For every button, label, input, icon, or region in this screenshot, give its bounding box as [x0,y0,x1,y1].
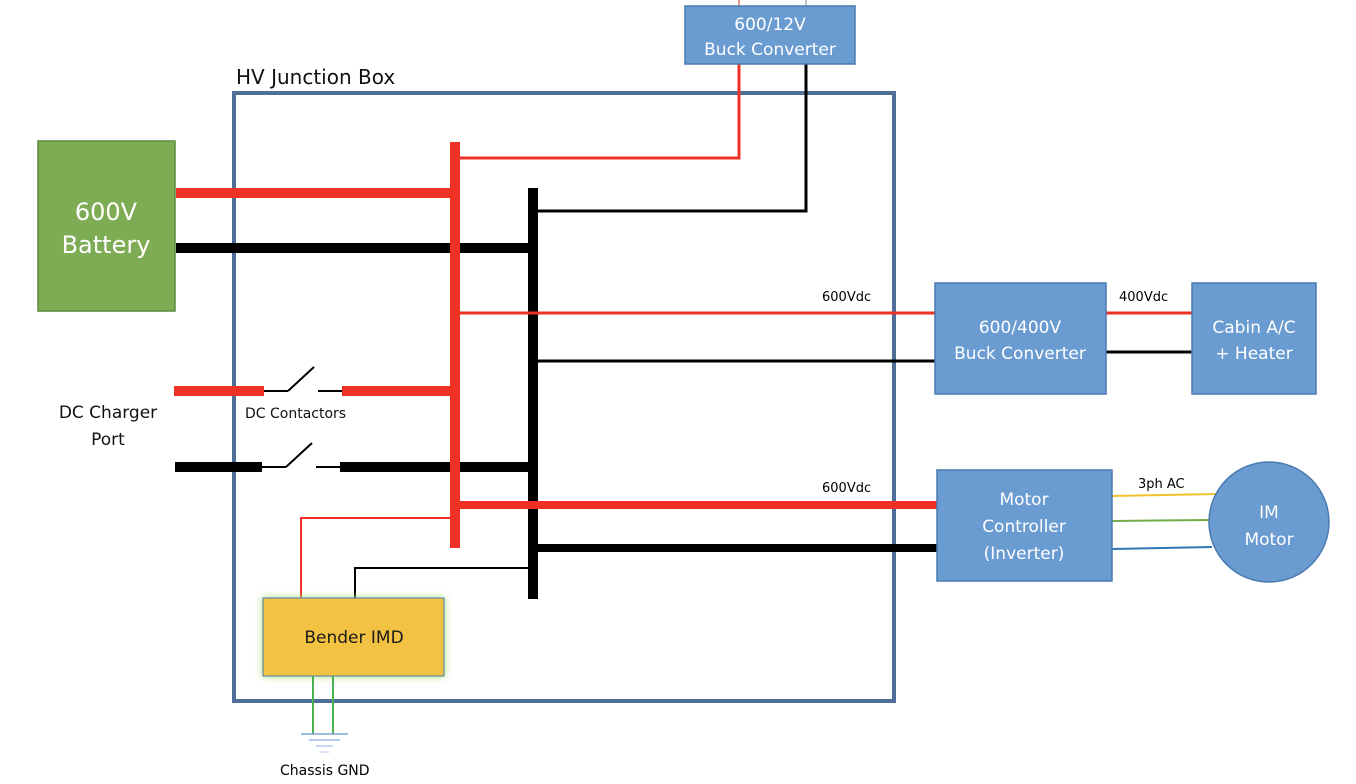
mc-line2: Controller [982,517,1066,537]
label-3ph-ac: 3ph AC [1138,477,1185,492]
cabin-line1: Cabin A/C [1212,318,1295,338]
wire-phase-b [1111,519,1211,522]
buck12-line2: Buck Converter [704,40,836,60]
buck400-line1: 600/400V [979,318,1062,338]
motor-line2: Motor [1244,530,1293,550]
wire-imd-positive [300,517,451,598]
cabin-line2: + Heater [1215,344,1292,364]
label-600vdc-upper: 600Vdc [822,290,871,305]
buck-converter-12v[interactable]: 600/12V Buck Converter [684,5,856,65]
contactor-positive-blade [287,366,315,392]
chassis-gnd-label: Chassis GND [280,763,370,779]
dc-charger-label-line2: Port [91,430,125,450]
label-400vdc: 400Vdc [1119,290,1168,305]
label-600vdc-lower: 600Vdc [822,481,871,496]
battery-label: Battery [62,231,151,259]
cabin-ac-heater-block[interactable]: Cabin A/C + Heater [1191,282,1317,395]
buck-converter-400v[interactable]: 600/400V Buck Converter [934,282,1107,395]
battery-voltage: 600V [75,198,138,226]
junction-box-title: HV Junction Box [236,65,395,89]
buck400-line2: Buck Converter [954,344,1086,364]
motor-line1: IM [1259,503,1279,523]
mc-line3: (Inverter) [984,544,1065,564]
wire-buck12-negative [534,64,808,213]
dc-contactors-label: DC Contactors [245,406,346,422]
imd-label: Bender IMD [304,628,403,648]
junction-box-outline [232,91,896,703]
wire-phase-a [1111,493,1218,497]
motor-controller-block[interactable]: Motor Controller (Inverter) [936,469,1113,582]
im-motor[interactable]: IM Motor [1208,461,1330,583]
mc-line1: Motor [999,490,1048,510]
battery-block[interactable]: 600V Battery [37,140,176,312]
buck12-line1: 600/12V [734,15,806,35]
ground-icon [301,733,348,753]
contactor-negative-blade [285,442,313,468]
wire-phase-c [1111,546,1213,550]
wire-imd-negative [354,567,530,598]
bender-imd-block[interactable]: Bender IMD [262,597,445,677]
wire-buck12-positive [458,64,741,160]
dc-charger-label-line1: DC Charger [59,403,157,423]
